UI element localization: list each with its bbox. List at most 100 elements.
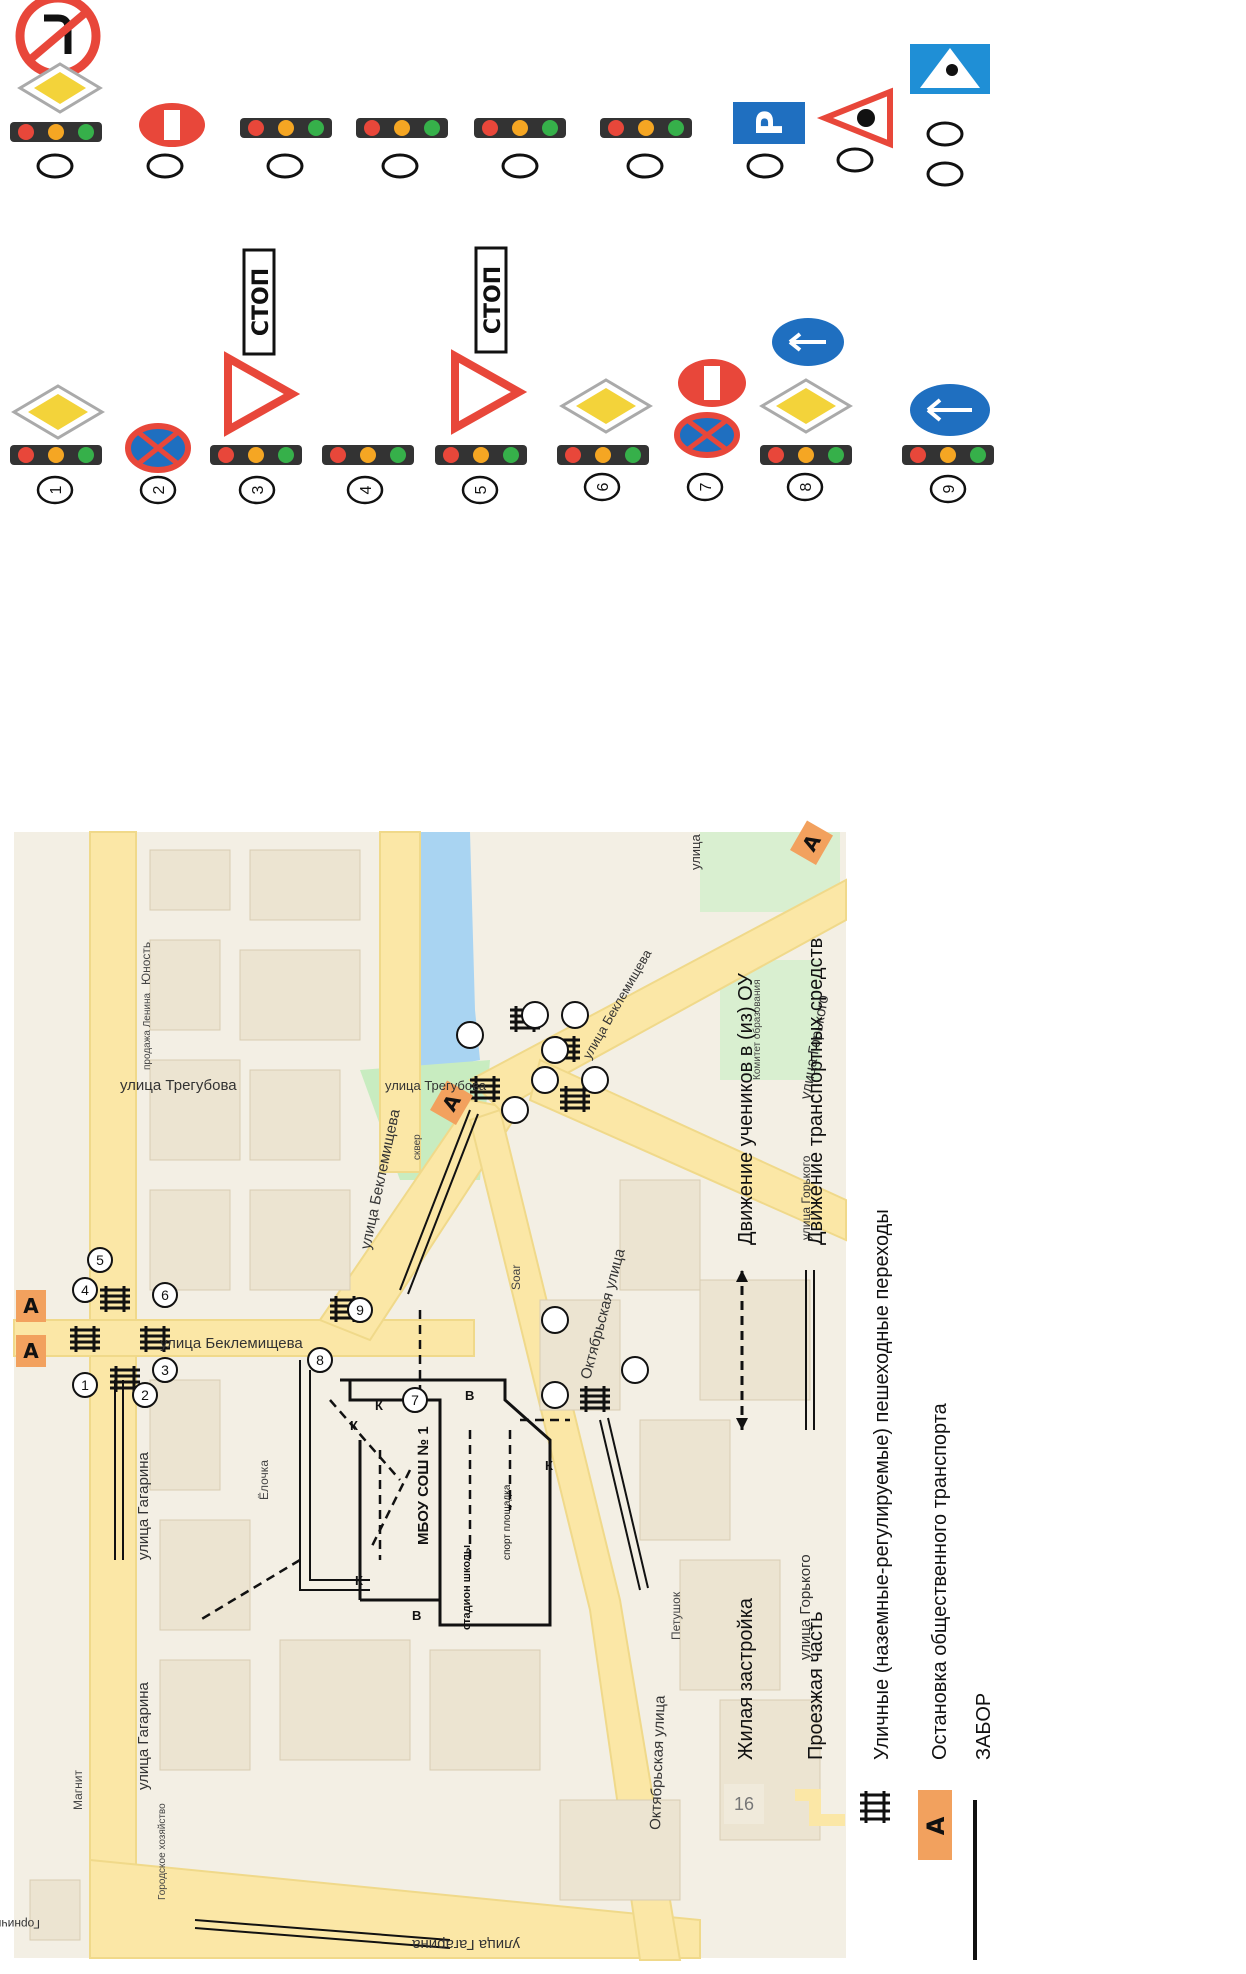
- map-sign-markers: [72, 1247, 428, 1413]
- marker-label: 2: [141, 1387, 149, 1403]
- yield-sign-5: [451, 349, 528, 435]
- label-komitet: Комитет образования: [751, 979, 763, 1080]
- crosswalk-1: [100, 1286, 130, 1312]
- map-marker: [72, 1277, 98, 1303]
- empty-circle: [926, 121, 964, 147]
- building: [559, 1799, 681, 1901]
- map-marker-empty: [581, 1066, 609, 1094]
- map-marker-empty: [521, 1001, 549, 1029]
- empty-circle: [501, 153, 539, 179]
- street-oktyabrskaya: Октябрьская улица: [647, 1695, 669, 1831]
- vehicle-line: [399, 1109, 471, 1291]
- marker-label: 7: [411, 1392, 419, 1408]
- marker-label: 6: [161, 1287, 169, 1303]
- legend-bus-stop-label: Остановка общественного транспорта: [929, 1402, 951, 1760]
- empty-circle: [36, 153, 74, 179]
- legend-crossings-label: Уличные (наземные-регулируемые) пешеходн…: [871, 1209, 893, 1760]
- sign-number: 8: [798, 482, 815, 491]
- legend-students-label: Движение учеников в (из) ОУ: [735, 973, 757, 1245]
- street-ulitsa: улица: [688, 833, 703, 870]
- sign-number-labels: 1 2 3 4 5 6 7 8 9: [48, 482, 958, 494]
- sign-number: 3: [250, 485, 267, 494]
- map-marker-empty: [501, 1096, 529, 1124]
- no-entry-sign: [139, 103, 205, 147]
- bus-stop-right: А: [790, 820, 833, 865]
- parking-sign: P: [733, 102, 805, 144]
- map-marker: [307, 1347, 333, 1373]
- legend-residential-label: Жилая застройка: [735, 1597, 757, 1760]
- vehicle-line: [194, 1919, 451, 1941]
- no-stopping-sign-7: [674, 412, 740, 458]
- traffic-light: [435, 445, 527, 465]
- v-label: В: [412, 1608, 421, 1623]
- empty-circle: [626, 153, 664, 179]
- empty-circle: [146, 153, 184, 179]
- map-marker: [72, 1372, 98, 1398]
- street-beklemishcheva: улица Беклемищева: [160, 1335, 303, 1352]
- v-label: В: [465, 1388, 474, 1403]
- label-gorodskoe: Городское хозяйство: [157, 1803, 168, 1900]
- map-marker: [87, 1247, 113, 1273]
- building: [679, 1559, 781, 1691]
- traffic-light: [902, 445, 994, 465]
- stop-text: СТОП: [249, 268, 274, 336]
- marker-label: 9: [356, 1302, 364, 1318]
- priority-sign-1: [11, 384, 105, 440]
- map-marker-empty: [531, 1066, 559, 1094]
- stop-text-sign-5: СТОП: [474, 246, 508, 354]
- empty-circle: [381, 153, 419, 179]
- sign-number: 1: [48, 485, 65, 494]
- street-gornichnaya: Горничная: [0, 1917, 40, 1931]
- street-tregubova: улица Трегубова: [385, 1078, 487, 1093]
- street-gorkogo: улица Горького: [797, 1554, 814, 1660]
- building: [249, 849, 361, 921]
- sign-number-circle: [238, 475, 276, 505]
- k-label: К: [350, 1418, 358, 1433]
- sign-number-circle: [139, 475, 177, 505]
- sign-number-circle: [583, 472, 621, 502]
- building: [159, 1659, 251, 1771]
- map-marker-empty: [541, 1036, 569, 1064]
- building: [249, 1069, 341, 1161]
- marker-label: 3: [161, 1362, 169, 1378]
- vehicle-line: [607, 1417, 649, 1589]
- sign-number-circle: [461, 475, 499, 505]
- empty-circle: [746, 153, 784, 179]
- label-magnit: Магнит: [71, 1769, 85, 1810]
- legend: 16 Жилая застройка Проезжая часть Уличны…: [724, 938, 995, 1960]
- sign-number-circle: [686, 472, 724, 502]
- k-label: К: [355, 1573, 363, 1588]
- bus-stop-left-1: А: [16, 1335, 46, 1367]
- road-beklemishcheva-top: [13, 1319, 475, 1357]
- buildings: [29, 849, 821, 1941]
- priority-sign-6: [559, 378, 653, 434]
- building: [619, 1179, 701, 1291]
- student-route: [329, 1399, 401, 1481]
- traffic-light: [10, 122, 102, 142]
- k-label: К: [545, 1458, 553, 1473]
- legend-residential-num: 16: [734, 1794, 754, 1814]
- traffic-light: [210, 445, 302, 465]
- bus-stop-left-2: А: [16, 1290, 46, 1322]
- map-marker-empty: [541, 1381, 569, 1409]
- vehicle-line: [309, 1370, 370, 1581]
- street-gagarina: улица Гагарина: [135, 1451, 152, 1560]
- label-school: МБОУ СОШ № 1: [415, 1426, 432, 1545]
- yield-sign-3: [224, 351, 301, 437]
- label-skver: сквер: [412, 1134, 423, 1160]
- sign-number: 9: [941, 484, 958, 493]
- traffic-light: [600, 118, 692, 138]
- street-gagarina: улица Гагарина: [411, 1936, 520, 1953]
- legend-fence-label: ЗАБОР: [973, 1693, 995, 1760]
- building: [149, 939, 221, 1031]
- slash: [29, 10, 87, 62]
- traffic-light: [760, 445, 852, 465]
- empty-circle: [266, 153, 304, 179]
- building: [149, 1059, 241, 1161]
- bus-stop-letter: А: [23, 1339, 39, 1363]
- crosswalk-oktyabrskaya: [580, 1386, 610, 1412]
- no-turn-sign: [15, 0, 101, 79]
- bus-stop-letter: А: [23, 1294, 39, 1318]
- traffic-lights-right: [10, 118, 692, 142]
